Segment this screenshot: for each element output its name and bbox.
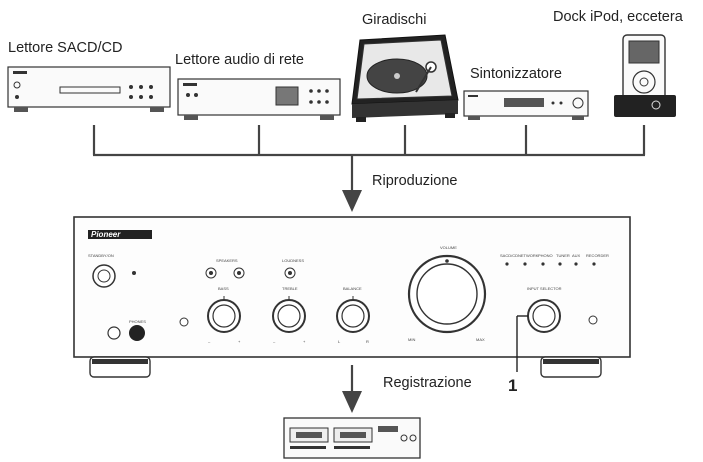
svg-text:TREBLE: TREBLE xyxy=(282,286,298,291)
svg-text:SACD/CD: SACD/CD xyxy=(500,253,518,258)
amplifier-image: Pioneer STANDBY/ON PHONES SPEAKERS LOUDN… xyxy=(73,216,631,378)
svg-text:MIN: MIN xyxy=(408,337,415,342)
input-indicator-row: SACD/CD NETWORK PHONO TUNER AUX RECORDER xyxy=(500,253,609,266)
playback-arrow xyxy=(342,190,362,212)
ipod-dock-image xyxy=(614,34,676,117)
svg-text:L: L xyxy=(338,339,341,344)
amp-brand-logo: Pioneer xyxy=(91,230,121,239)
label-network-player: Lettore audio di rete xyxy=(175,52,304,68)
cassette-recorder-image xyxy=(283,417,421,459)
svg-text:AUX: AUX xyxy=(572,253,581,258)
label-playback: Riproduzione xyxy=(372,173,458,189)
label-turntable: Giradischi xyxy=(362,12,427,28)
sacd-player-image xyxy=(7,66,171,112)
svg-text:BALANCE: BALANCE xyxy=(343,286,362,291)
svg-text:TUNER: TUNER xyxy=(556,253,570,258)
svg-text:–: – xyxy=(273,339,276,344)
network-player-image xyxy=(177,78,341,120)
svg-text:STANDBY/ON: STANDBY/ON xyxy=(88,253,114,258)
svg-text:–: – xyxy=(208,339,211,344)
svg-text:BASS: BASS xyxy=(218,286,229,291)
svg-text:SPEAKERS: SPEAKERS xyxy=(216,258,238,263)
svg-text:+: + xyxy=(303,339,306,344)
svg-text:MAX: MAX xyxy=(476,337,485,342)
playback-connection-lines xyxy=(92,125,646,193)
turntable-image xyxy=(351,34,459,122)
svg-text:PHONO: PHONO xyxy=(538,253,553,258)
recording-arrow xyxy=(342,391,362,413)
svg-text:PHONES: PHONES xyxy=(129,319,146,324)
callout-number: 1 xyxy=(508,376,518,395)
svg-text:RECORDER: RECORDER xyxy=(586,253,609,258)
svg-text:VOLUME: VOLUME xyxy=(440,245,457,250)
label-ipod-dock: Dock iPod, eccetera xyxy=(553,9,683,25)
tuner-image xyxy=(463,90,589,120)
label-tuner: Sintonizzatore xyxy=(470,66,562,82)
label-sacd-player: Lettore SACD/CD xyxy=(8,40,123,56)
label-recording: Registrazione xyxy=(383,375,472,391)
svg-text:LOUDNESS: LOUDNESS xyxy=(282,258,304,263)
svg-text:NETWORK: NETWORK xyxy=(518,253,539,258)
svg-text:R: R xyxy=(366,339,369,344)
svg-text:+: + xyxy=(238,339,241,344)
svg-text:INPUT SELECTOR: INPUT SELECTOR xyxy=(527,286,562,291)
